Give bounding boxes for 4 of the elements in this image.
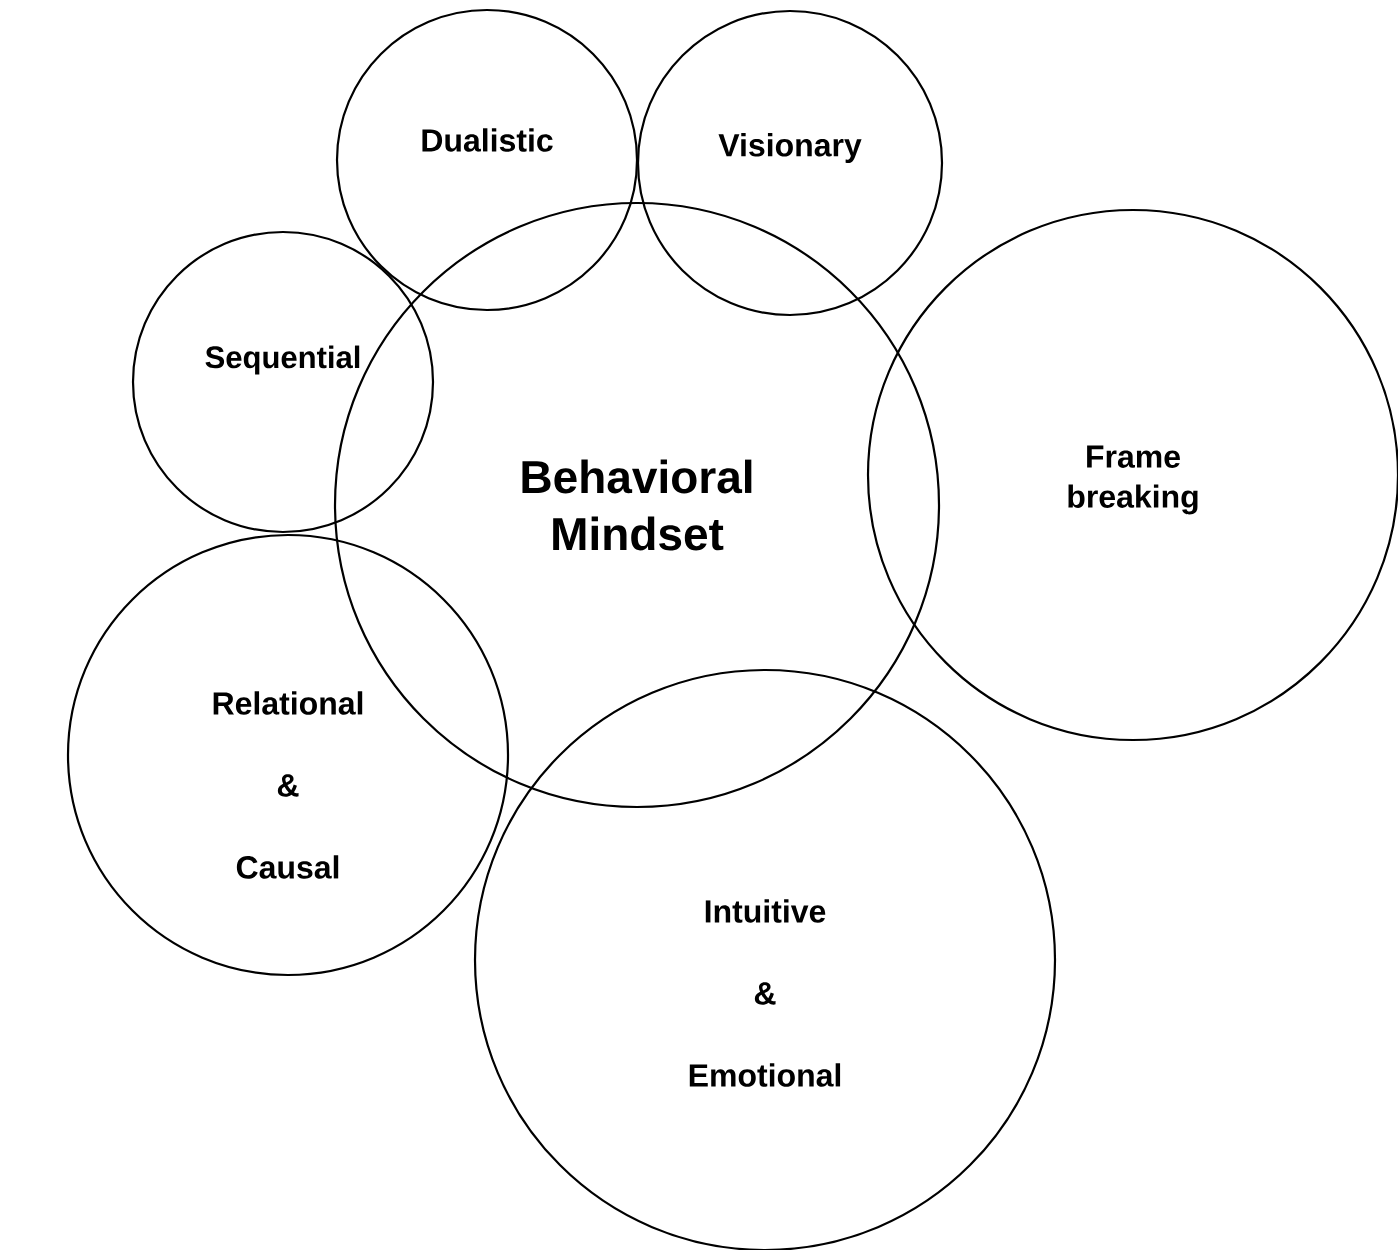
circle-node: Dualistic [335,8,639,312]
circle-node: Sequential [131,230,435,534]
circle-node: Relational & Causal [66,533,510,977]
circle-node: Visionary [636,9,944,317]
